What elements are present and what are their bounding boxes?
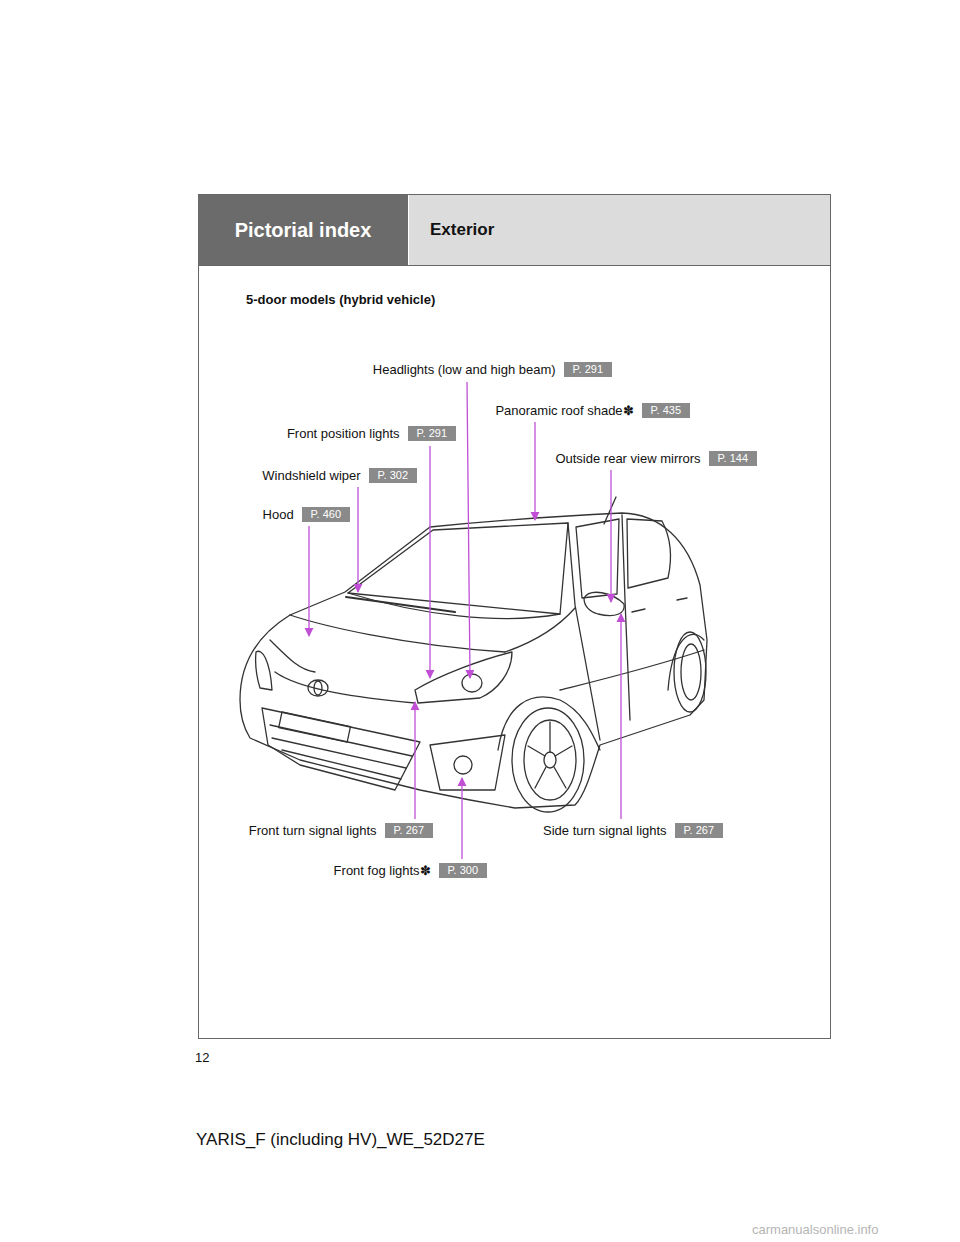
drawing-line — [429, 446, 430, 678]
part-name: Panoramic roof shade✽ — [494, 403, 634, 418]
drawing-path — [348, 593, 560, 618]
drawing-path — [270, 640, 315, 672]
drawing-line — [282, 750, 401, 779]
part-callout: Hood P. 460 — [262, 507, 350, 522]
drawing-line — [555, 746, 572, 756]
drawing-line — [535, 767, 546, 788]
page-reference: P. 291 — [564, 362, 612, 377]
drawing-path — [240, 513, 707, 808]
drawing-circle — [454, 756, 472, 774]
drawing-ellipse — [524, 720, 576, 800]
drawing-path — [505, 608, 575, 652]
part-callout: Front turn signal lights P. 267 — [248, 823, 433, 838]
part-name: Hood — [262, 507, 295, 522]
drawing-line — [414, 702, 415, 819]
part-name: Front turn signal lights — [248, 823, 378, 838]
model-subtitle: 5-door models (hybrid vehicle) — [246, 292, 435, 307]
drawing-line — [534, 422, 535, 520]
part-name: Windshield wiper — [261, 468, 361, 483]
drawing-line — [198, 265, 831, 266]
part-callout: Panoramic roof shade✽ P. 435 — [494, 403, 690, 418]
part-name: Front fog lights✽ — [333, 863, 432, 878]
drawing-line — [346, 597, 455, 612]
page-reference: P. 435 — [642, 403, 690, 418]
page-frame — [198, 195, 831, 1039]
drawing-ellipse — [512, 708, 584, 812]
drawing-ellipse — [308, 680, 328, 696]
drawing-line — [610, 470, 611, 602]
drawing-line — [632, 609, 645, 612]
drawing-line — [357, 487, 358, 592]
page-reference: P. 460 — [302, 507, 350, 522]
car-drawing — [240, 497, 707, 812]
section-heading: Exterior — [409, 195, 830, 265]
document-code: YARIS_F (including HV)_WE_52D27E — [196, 1130, 485, 1150]
page-reference: P. 300 — [439, 863, 487, 878]
drawing-path — [290, 615, 505, 652]
drawing-ellipse — [681, 644, 701, 700]
drawing-ellipse — [462, 674, 482, 692]
part-callout: Front position lights P. 291 — [286, 426, 456, 441]
page-reference: P. 267 — [675, 823, 723, 838]
drawing-path — [627, 519, 670, 588]
drawing-rect — [279, 712, 351, 742]
drawing-path — [622, 515, 630, 720]
heading-text: Pictorial index — [235, 219, 372, 242]
drawing-path — [568, 523, 600, 740]
drawing-line — [554, 767, 566, 788]
drawing-path — [584, 592, 624, 615]
part-callout: Side turn signal lights P. 267 — [542, 823, 723, 838]
part-callout: Outside rear view mirrors P. 144 — [554, 451, 757, 466]
heading-text: Exterior — [430, 220, 494, 240]
drawing-line — [549, 722, 550, 752]
page-reference: P. 291 — [408, 426, 456, 441]
drawing-ellipse — [544, 752, 556, 768]
drawing-ellipse — [674, 632, 706, 712]
part-callout: Front fog lights✽ P. 300 — [333, 863, 487, 878]
page-reference: P. 144 — [709, 451, 757, 466]
drawing-line — [528, 746, 545, 756]
drawing-path — [275, 672, 415, 703]
watermark: carmanualsonline.info — [752, 1222, 878, 1237]
drawing-path — [348, 523, 568, 614]
drawing-rect — [199, 195, 831, 1039]
drawing-path — [498, 697, 600, 750]
drawing-line — [308, 526, 309, 636]
page-reference: P. 302 — [369, 468, 417, 483]
drawing-line — [620, 614, 621, 819]
drawing-path — [668, 634, 704, 690]
drawing-path — [576, 519, 619, 598]
part-name: Side turn signal lights — [542, 823, 668, 838]
drawing-line — [677, 598, 687, 600]
drawing-line — [467, 382, 470, 678]
page-reference: P. 267 — [385, 823, 433, 838]
part-callout: Windshield wiper P. 302 — [261, 468, 417, 483]
page-number: 12 — [195, 1050, 209, 1065]
drawing-path — [256, 651, 272, 690]
drawing-line — [461, 778, 462, 859]
part-name: Front position lights — [286, 426, 401, 441]
drawing-path — [430, 735, 505, 790]
part-name: Outside rear view mirrors — [554, 451, 701, 466]
drawing-path — [262, 708, 420, 790]
section-tab: Pictorial index — [198, 195, 408, 265]
part-name: Headlights (low and high beam) — [372, 362, 557, 377]
part-callout: Headlights (low and high beam) P. 291 — [372, 362, 612, 377]
